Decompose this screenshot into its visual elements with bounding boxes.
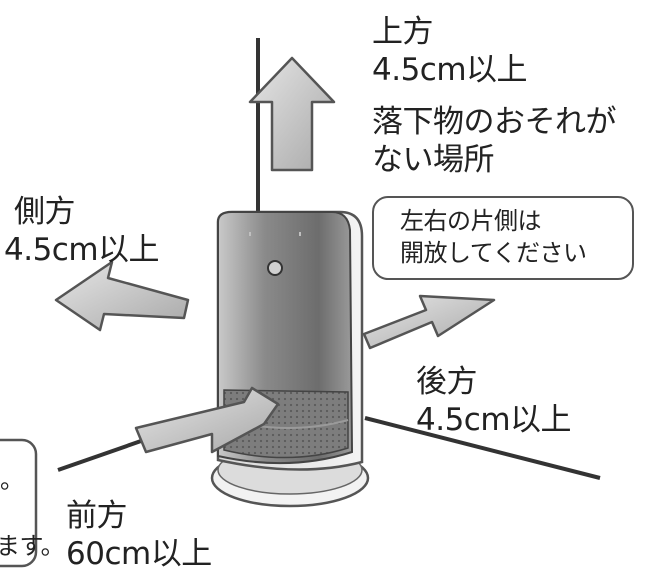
rear-direction-label: 後方: [416, 364, 478, 400]
arrow-left-icon: [54, 260, 190, 332]
arrow-rear-icon: [362, 294, 496, 350]
side-direction-label: 側方: [14, 194, 76, 230]
right-callout-line1: 左右の片側は: [400, 207, 542, 235]
arrow-up-icon: [248, 56, 336, 172]
right-callout-line2: 開放してください: [400, 239, 587, 267]
left-callout-line1: 。: [0, 466, 24, 494]
front-distance-label: 60cm以上: [66, 536, 212, 572]
side-distance-label: 4.5cm以上: [4, 232, 160, 268]
rear-distance-label: 4.5cm以上: [416, 402, 572, 438]
right-callout-box: 左右の片側は 開放してください: [372, 196, 634, 280]
left-callout-line2: ます。: [0, 532, 65, 560]
front-direction-label: 前方: [66, 498, 128, 534]
top-note-line2: ない場所: [372, 142, 495, 178]
heater-dial-icon: [267, 260, 283, 276]
left-callout-frame: [0, 438, 38, 568]
top-note-line1: 落下物のおそれが: [372, 104, 617, 140]
floor-line-right: [364, 416, 601, 480]
top-direction-label: 上方: [372, 14, 434, 50]
heater-illustration: [210, 210, 370, 508]
top-distance-label: 4.5cm以上: [372, 52, 528, 88]
arrow-front-icon: [134, 386, 280, 454]
